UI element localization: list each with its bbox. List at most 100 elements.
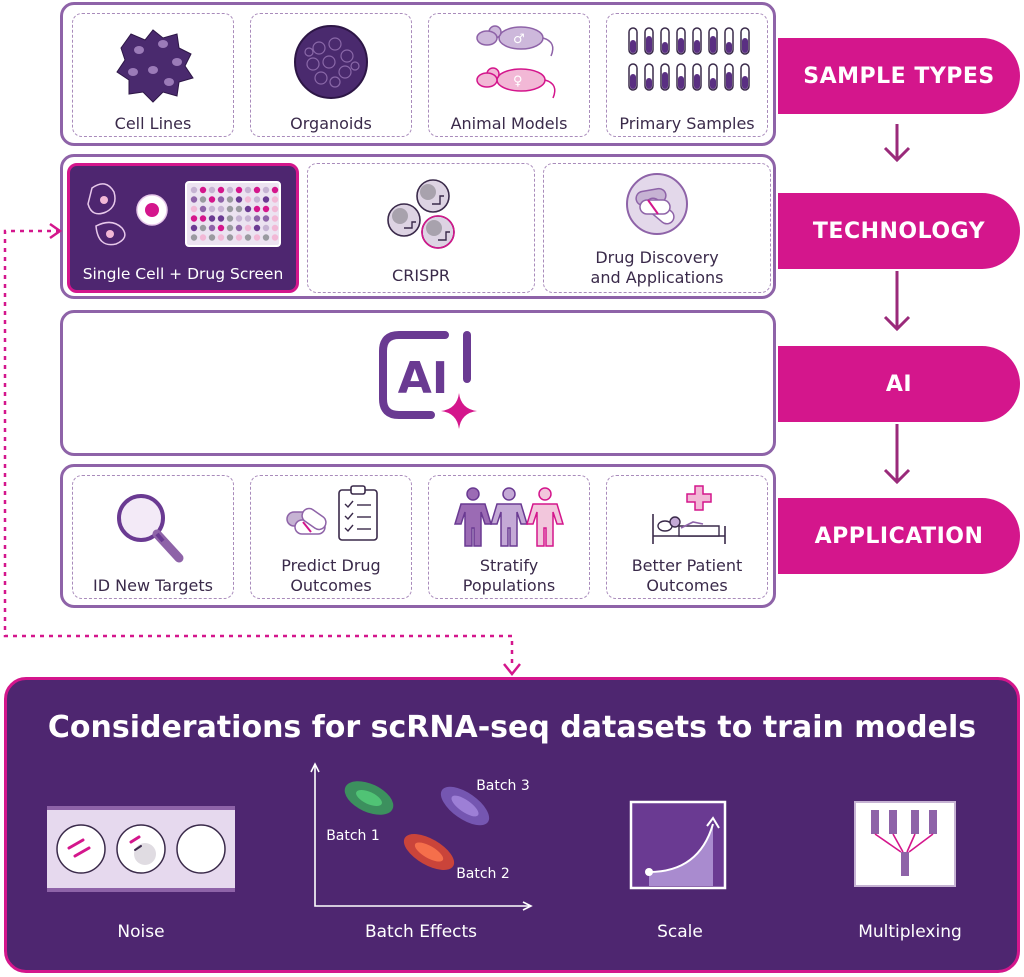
consideration-label: Noise bbox=[117, 922, 165, 942]
plate-well bbox=[235, 205, 243, 213]
sample-organoids: Organoids bbox=[250, 13, 412, 137]
plate-well bbox=[253, 224, 261, 232]
plate-well bbox=[199, 186, 207, 194]
sample-label: Primary Samples bbox=[619, 114, 755, 133]
plate-well bbox=[235, 196, 243, 203]
plate-well bbox=[244, 186, 252, 194]
app-predict-drug-outcomes: Predict Drug Outcomes bbox=[250, 475, 412, 599]
consideration-label: Scale bbox=[657, 922, 703, 942]
plate-well bbox=[271, 186, 279, 194]
application-pill: APPLICATION bbox=[778, 498, 1020, 574]
plate-well bbox=[208, 234, 216, 241]
plate-well bbox=[226, 196, 234, 203]
multiplexing-icon bbox=[854, 801, 956, 887]
app-label: ID New Targets bbox=[93, 576, 213, 595]
plate-well bbox=[262, 196, 270, 203]
plate-well bbox=[208, 215, 216, 222]
plate-well bbox=[226, 186, 234, 194]
plate-well bbox=[217, 215, 225, 222]
app-id-new-targets: ID New Targets bbox=[72, 475, 234, 599]
application-row: ID New Targets Predict Drug Outcomes bbox=[60, 464, 776, 608]
pills-clipboard-icon bbox=[286, 485, 378, 541]
considerations-panel: Considerations for scRNA-seq datasets to… bbox=[4, 677, 1020, 973]
svg-text:♂: ♂ bbox=[513, 32, 525, 47]
plate-well bbox=[253, 196, 261, 203]
plate-well bbox=[190, 224, 198, 232]
dotted-connector bbox=[3, 222, 521, 677]
noise-wells-icon bbox=[47, 806, 235, 892]
plate-well bbox=[217, 224, 225, 232]
tech-drug-discovery: Drug Discovery and Applications bbox=[543, 163, 771, 293]
batch-label: Batch 2 bbox=[456, 866, 510, 882]
sample-types-pill: SAMPLE TYPES bbox=[778, 38, 1020, 114]
mice-icon: ♂ ♀ bbox=[476, 25, 556, 99]
plate-well bbox=[199, 215, 207, 222]
plate-well bbox=[244, 196, 252, 203]
scale-curve-icon bbox=[629, 800, 727, 890]
tech-label: Drug Discovery and Applications bbox=[544, 248, 770, 288]
plate-well bbox=[262, 186, 270, 194]
sample-label: Organoids bbox=[290, 114, 372, 133]
plate-well bbox=[226, 205, 234, 213]
plate-well bbox=[253, 205, 261, 213]
app-better-patient-outcomes: Better Patient Outcomes bbox=[606, 475, 768, 599]
plate-well bbox=[235, 215, 243, 222]
tech-single-cell-drug-screen: Single Cell + Drug Screen bbox=[67, 163, 299, 293]
plate-well bbox=[208, 224, 216, 232]
ai-pill: AI bbox=[778, 346, 1020, 422]
ai-logo-text: AI bbox=[398, 353, 448, 404]
plate-well bbox=[271, 215, 279, 222]
plate-well bbox=[190, 215, 198, 222]
plate-well bbox=[271, 224, 279, 232]
sample-animal-models: ♂ ♀ Animal Models bbox=[428, 13, 590, 137]
plate-well bbox=[226, 234, 234, 241]
plate-well bbox=[190, 186, 198, 194]
technology-row: Single Cell + Drug Screen CRISPR bbox=[60, 154, 776, 299]
tech-label: Single Cell + Drug Screen bbox=[82, 265, 284, 283]
plate-well bbox=[253, 215, 261, 222]
svg-text:♀: ♀ bbox=[513, 74, 523, 89]
app-label-text: Predict Drug Outcomes bbox=[281, 556, 381, 595]
app-label: Predict Drug Outcomes bbox=[251, 556, 411, 596]
technology-pill: TECHNOLOGY bbox=[778, 193, 1020, 269]
plate-well bbox=[217, 205, 225, 213]
magnifier-icon bbox=[117, 494, 184, 563]
plate-well bbox=[217, 234, 225, 241]
plate-well bbox=[244, 224, 252, 232]
plate-well bbox=[262, 215, 270, 222]
batch-scatter-icon bbox=[310, 762, 533, 911]
plate-well bbox=[253, 234, 261, 241]
sample-cell-lines: Cell Lines bbox=[72, 13, 234, 137]
sample-primary-samples: Primary Samples bbox=[606, 13, 768, 137]
plate-well bbox=[208, 196, 216, 203]
plate-well bbox=[244, 234, 252, 241]
plate-well bbox=[235, 224, 243, 232]
sample-label: Animal Models bbox=[450, 114, 568, 133]
plate-well bbox=[271, 196, 279, 203]
tech-label-text: Drug Discovery and Applications bbox=[590, 248, 724, 287]
app-label-text: Better Patient Outcomes bbox=[631, 556, 743, 595]
plate-well bbox=[217, 186, 225, 194]
arrow-down-icon bbox=[883, 271, 911, 332]
plate-well bbox=[262, 224, 270, 232]
plate-well bbox=[208, 186, 216, 194]
app-label: Better Patient Outcomes bbox=[607, 556, 767, 596]
consideration-label: Batch Effects bbox=[364, 922, 478, 942]
app-stratify-populations: Stratify Populations bbox=[428, 475, 590, 599]
plate-well bbox=[199, 234, 207, 241]
plate-well bbox=[226, 215, 234, 222]
plate-well bbox=[262, 234, 270, 241]
plate-well bbox=[190, 205, 198, 213]
plate-well bbox=[262, 205, 270, 213]
app-label: Stratify Populations bbox=[429, 556, 589, 596]
plate-well bbox=[253, 186, 261, 194]
arrow-down-icon bbox=[883, 424, 911, 485]
batch-label: Batch 1 bbox=[326, 828, 380, 844]
cells-and-plate-icon bbox=[87, 181, 281, 247]
ai-row: AI bbox=[60, 310, 776, 456]
crispr-cells-icon bbox=[387, 179, 455, 249]
plate-well bbox=[271, 205, 279, 213]
plate-well bbox=[244, 215, 252, 222]
plate-well bbox=[226, 224, 234, 232]
consideration-label: Multiplexing bbox=[858, 922, 962, 942]
